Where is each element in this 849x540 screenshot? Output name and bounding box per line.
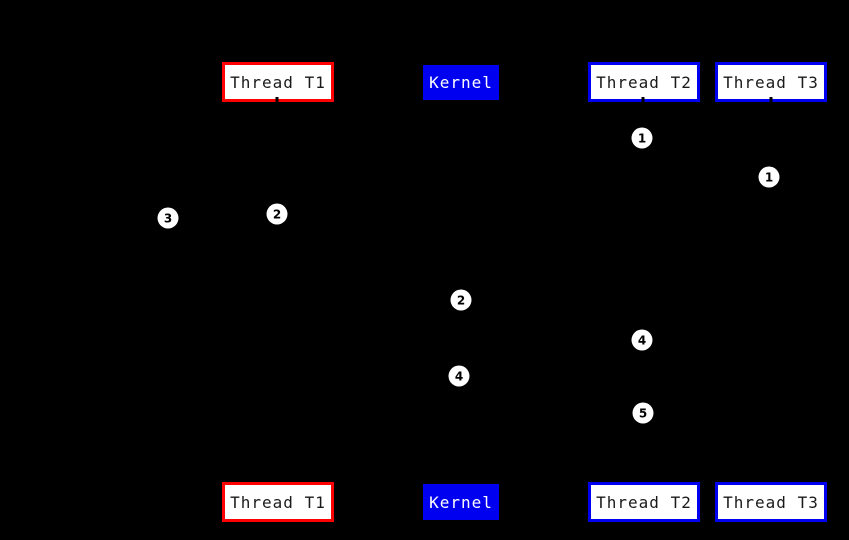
marker-1-thread-t2: 1 xyxy=(631,127,653,149)
box-kernel-top: Kernel xyxy=(423,65,499,100)
marker-2-thread-t1: 2 xyxy=(266,203,288,225)
box-thread-t1-top: Thread T1 xyxy=(222,62,334,102)
marker-3-left: 3 xyxy=(157,207,179,229)
box-thread-t3-top: Thread T3 xyxy=(715,62,827,102)
box-thread-t3-bottom: Thread T3 xyxy=(715,482,827,522)
marker-4-kernel: 4 xyxy=(448,365,470,387)
box-thread-t2-top: Thread T2 xyxy=(588,62,700,102)
marker-4-thread-t2: 4 xyxy=(631,329,653,351)
box-thread-t1-bottom: Thread T1 xyxy=(222,482,334,522)
box-kernel-bottom: Kernel xyxy=(423,484,499,520)
lifeline-stub-t1-top xyxy=(275,97,279,105)
lifeline-stub-t2-top xyxy=(641,97,645,105)
marker-5-thread-t2: 5 xyxy=(632,402,654,424)
marker-1-thread-t3: 1 xyxy=(758,166,780,188)
marker-2-kernel: 2 xyxy=(450,289,472,311)
lifeline-stub-t3-top xyxy=(769,97,773,105)
box-thread-t2-bottom: Thread T2 xyxy=(588,482,700,522)
